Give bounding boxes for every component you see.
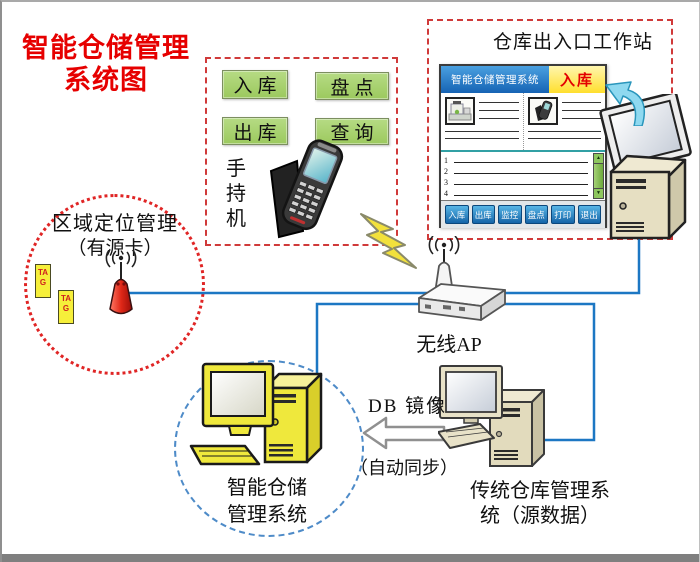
diagram-title: 智能仓储管理 系统图 <box>8 32 204 96</box>
location-zone-title: 区域定位管理 <box>52 213 178 235</box>
upload-arrow-icon <box>605 81 646 126</box>
workstation-title: 仓库出入口工作站 <box>492 32 653 53</box>
scroll-down-icon[interactable]: ▼ <box>594 188 603 198</box>
handheld-image <box>527 97 558 125</box>
query-button[interactable]: 查询 <box>315 118 389 145</box>
list-item: 1 <box>444 154 589 165</box>
diagram-title-line2: 系统图 <box>64 65 148 95</box>
scroll-up-icon[interactable]: ▲ <box>594 154 603 164</box>
app-list-area: 1 2 3 4 ▲ ▼ <box>441 150 605 201</box>
list-item: 2 <box>444 165 589 176</box>
wireless-ap-label: 无线AP <box>416 334 482 356</box>
app-mode-badge: 入库 <box>549 66 605 93</box>
auto-sync-label: （自动同步） <box>350 458 458 478</box>
toolbar-monitor-button[interactable]: 监控 <box>498 205 522 224</box>
wireless-ap-icon <box>418 236 506 321</box>
list-item: 3 <box>444 176 589 187</box>
row-number: 2 <box>444 167 448 176</box>
app-window: 智能仓储管理系统 入库 <box>439 64 607 228</box>
bottom-border-band <box>2 554 699 562</box>
app-form-area <box>441 93 605 150</box>
location-beacon-icon <box>105 250 137 315</box>
form-panel-left <box>441 93 523 150</box>
list-item: 4 <box>444 187 589 198</box>
db-mirror-label: DB 镜像 <box>368 396 448 417</box>
list-scrollbar[interactable]: ▲ ▼ <box>593 153 604 199</box>
row-number: 1 <box>444 156 448 165</box>
smart-system-computer-icon <box>189 362 323 466</box>
form-lines <box>475 97 519 125</box>
toolbar-exit-button[interactable]: 退出 <box>577 205 601 224</box>
app-header: 智能仓储管理系统 入库 <box>441 66 605 93</box>
toolbar-stocktake-button[interactable]: 盘点 <box>524 205 548 224</box>
rfid-tag: TAG <box>35 264 51 298</box>
handheld-device-label: 手持机 <box>226 158 246 230</box>
smart-system-label-line2: 管理系统 <box>227 504 307 526</box>
legacy-system-label: 传统仓库管理系 统（源数据） <box>420 479 660 529</box>
app-toolbar: 入库 出库 监控 盘点 打印 退出 <box>441 201 605 228</box>
reader-image <box>445 97 475 125</box>
outbound-button[interactable]: 出库 <box>222 117 288 145</box>
form-lines <box>558 97 601 125</box>
legacy-system-label-line1: 传统仓库管理系 <box>470 480 610 502</box>
toolbar-inbound-button[interactable]: 入库 <box>445 205 469 224</box>
stocktake-button[interactable]: 盘点 <box>315 72 389 100</box>
row-number: 3 <box>444 178 448 187</box>
workstation-computer-icon <box>599 94 692 240</box>
smart-system-label: 智能仓储 管理系统 <box>205 475 329 529</box>
rfid-tag: TAG <box>58 290 74 324</box>
form-panel-right <box>522 93 606 150</box>
toolbar-print-button[interactable]: 打印 <box>551 205 575 224</box>
row-number: 4 <box>444 189 448 198</box>
toolbar-outbound-button[interactable]: 出库 <box>471 205 495 224</box>
legacy-system-label-line2: 统（源数据） <box>480 505 600 527</box>
smart-system-label-line1: 智能仓储 <box>227 477 307 499</box>
db-mirror-arrow-icon <box>362 416 446 450</box>
app-header-title: 智能仓储管理系统 <box>441 66 549 93</box>
handheld-terminal-icon <box>269 139 344 239</box>
diagram-title-line1: 智能仓储管理 <box>22 33 190 63</box>
inbound-button[interactable]: 入库 <box>222 70 288 99</box>
